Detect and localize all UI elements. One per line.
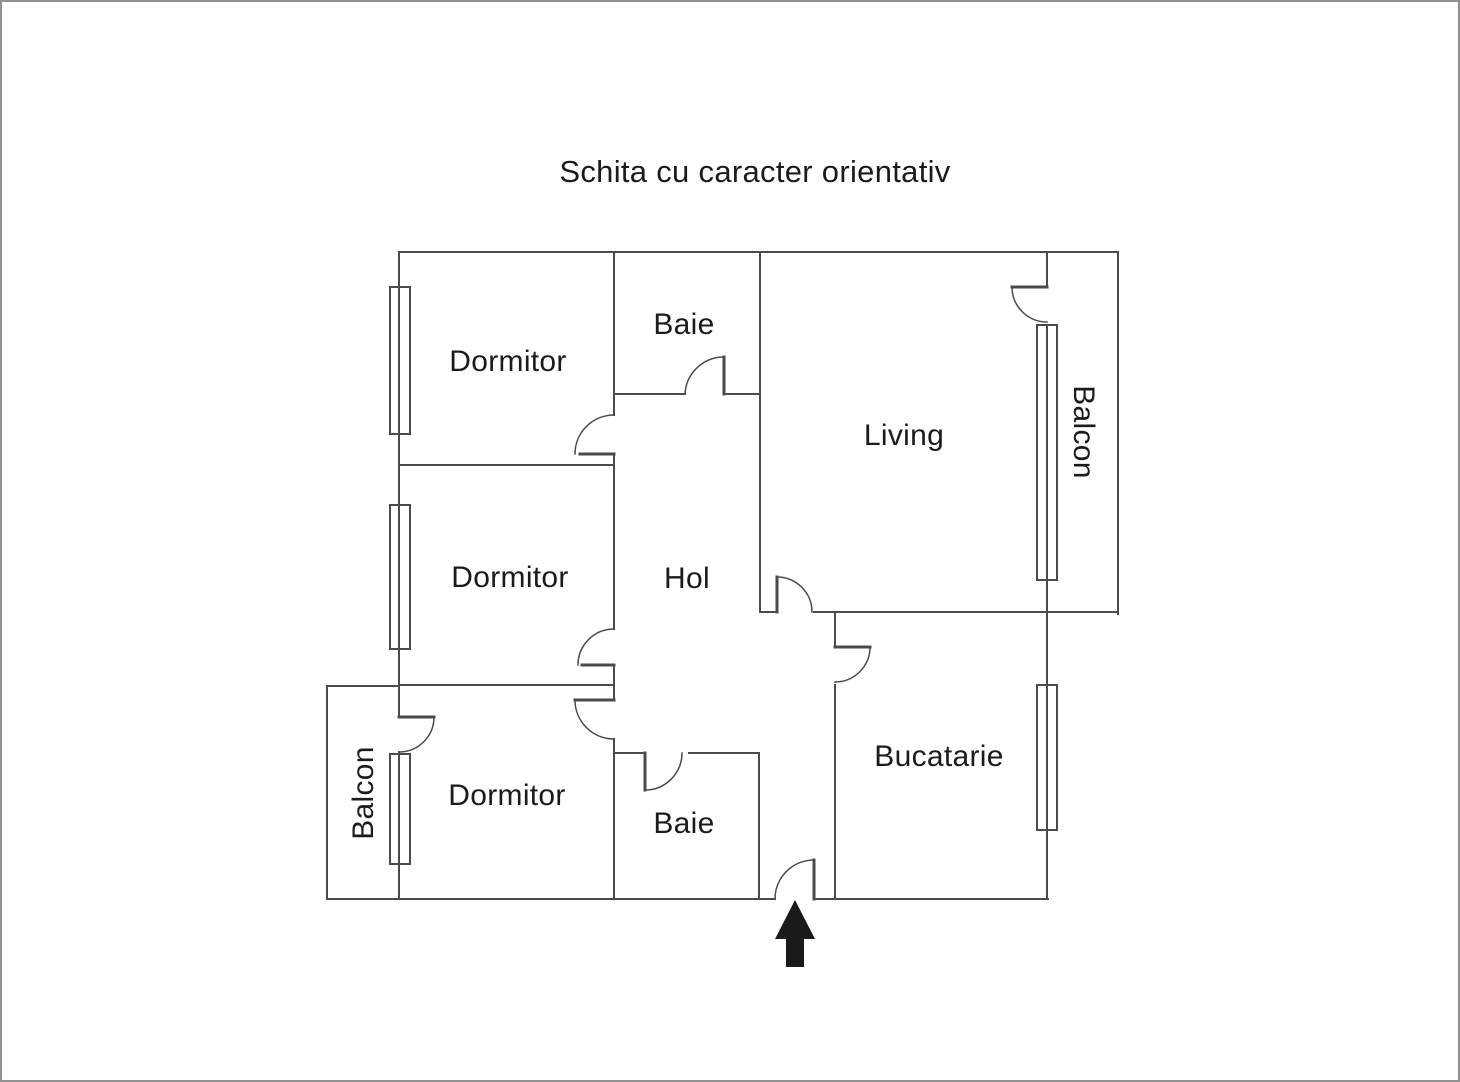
page-title: Schita cu caracter orientativ [559,154,951,189]
room-label-living: Living [863,419,945,452]
arc-living [776,576,813,613]
room-label-balcon-left: Balcon [347,746,380,840]
arc-dormitor-top [574,414,615,455]
entrance-arrow-icon [775,900,815,967]
arc-entrance [774,859,815,900]
window-balcon-right [1036,324,1058,581]
window-dormitor-bottom [389,753,411,865]
arc-dormitor-bottom [574,699,615,740]
window-dormitor-middle [389,504,411,650]
window-dormitor-top [389,286,411,435]
arc-balcon-right [1011,286,1048,323]
room-label-balcon-right: Balcon [1067,385,1100,479]
room-label-baie-top: Baie [653,308,715,341]
walls [326,251,1119,900]
arc-baie-top [684,356,725,395]
arc-baie-bottom [644,752,683,791]
room-label-dormitor-top: Dormitor [449,345,567,378]
arc-bucatarie [834,646,871,683]
room-label-dormitor-bottom: Dormitor [448,779,566,812]
room-label-dormitor-middle: Dormitor [451,561,569,594]
door-leaves [397,285,1049,901]
room-label-baie-bottom: Baie [653,807,715,840]
room-label-bucatarie: Bucatarie [874,740,1004,773]
door-arcs [398,286,1048,900]
arc-balcon-left [398,716,435,753]
window-bucatarie [1036,684,1058,831]
windows [389,286,1058,865]
arc-dormitor-middle [577,628,615,666]
room-label-hol: Hol [664,562,710,595]
